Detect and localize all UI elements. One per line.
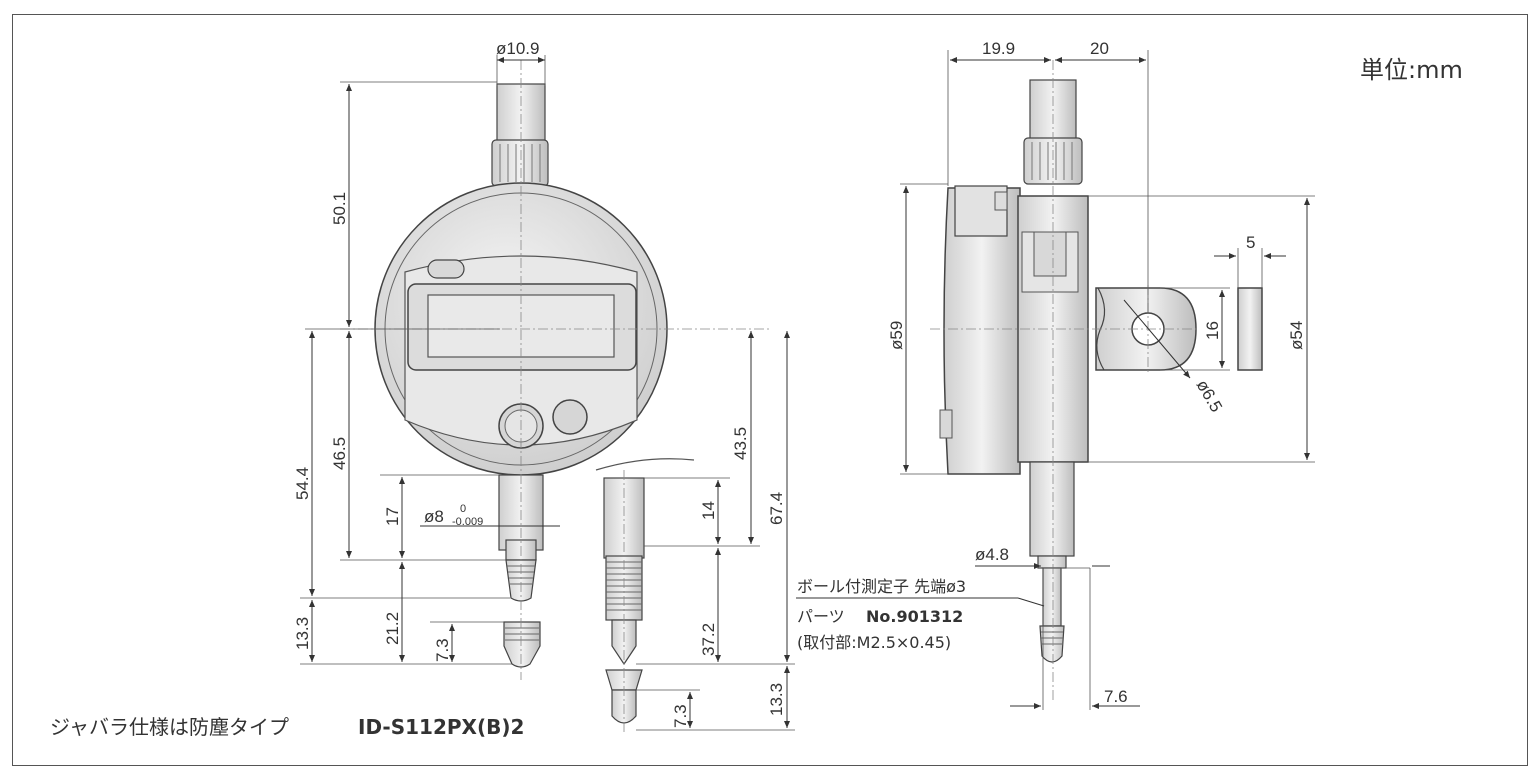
dim-7-3-front: 7.3 — [433, 638, 452, 662]
tol-upper: 0 — [460, 503, 466, 515]
dim-37-2: 37.2 — [699, 623, 718, 656]
dim-46-5: 46.5 — [330, 437, 349, 470]
dim-contact-diameter: ø4.8 — [975, 545, 1009, 564]
tol-lower: -0.009 — [452, 516, 483, 528]
dim-stem-diameter: ø10.9 — [496, 39, 539, 58]
note-ball-probe: ボール付測定子 先端ø3 — [797, 577, 966, 596]
dim-14: 14 — [699, 501, 718, 520]
note-mount: (取付部:M2.5×0.45) — [797, 633, 951, 652]
unit-label: 単位:mm — [1360, 56, 1463, 84]
dim-dia-59: ø59 — [887, 321, 906, 350]
dim-17: 17 — [383, 507, 402, 526]
front-view — [300, 55, 770, 680]
dim-13-3-bellows: 13.3 — [767, 683, 786, 716]
dim-spindle-diameter: ø8 — [424, 507, 444, 526]
dim-13-3-front: 13.3 — [293, 617, 312, 650]
dim-54-4: 54.4 — [293, 467, 312, 500]
dim-20: 20 — [1090, 39, 1109, 58]
dim-7-3-bellows: 7.3 — [671, 704, 690, 728]
dim-5: 5 — [1246, 233, 1255, 252]
note-parts-label: パーツ — [797, 607, 845, 626]
dim-43-5: 43.5 — [731, 427, 750, 460]
dim-hole-diameter: ø6.5 — [1193, 377, 1226, 416]
dim-50-1: 50.1 — [330, 192, 349, 225]
note-parts-number: No.901312 — [866, 607, 963, 626]
note-bellows: ジャバラ仕様は防塵タイプ — [50, 715, 289, 739]
bellows-view — [595, 331, 795, 735]
dim-16: 16 — [1203, 321, 1222, 340]
drawing-frame — [12, 14, 1528, 766]
dim-19-9: 19.9 — [982, 39, 1015, 58]
note-bellows-model: ID-S112PX(B)2 — [358, 715, 524, 739]
dim-7-6: 7.6 — [1104, 687, 1128, 706]
dim-21-2: 21.2 — [383, 612, 402, 645]
side-view — [796, 50, 1315, 710]
dim-67-4: 67.4 — [767, 492, 786, 525]
dim-dia-54: ø54 — [1287, 321, 1306, 350]
